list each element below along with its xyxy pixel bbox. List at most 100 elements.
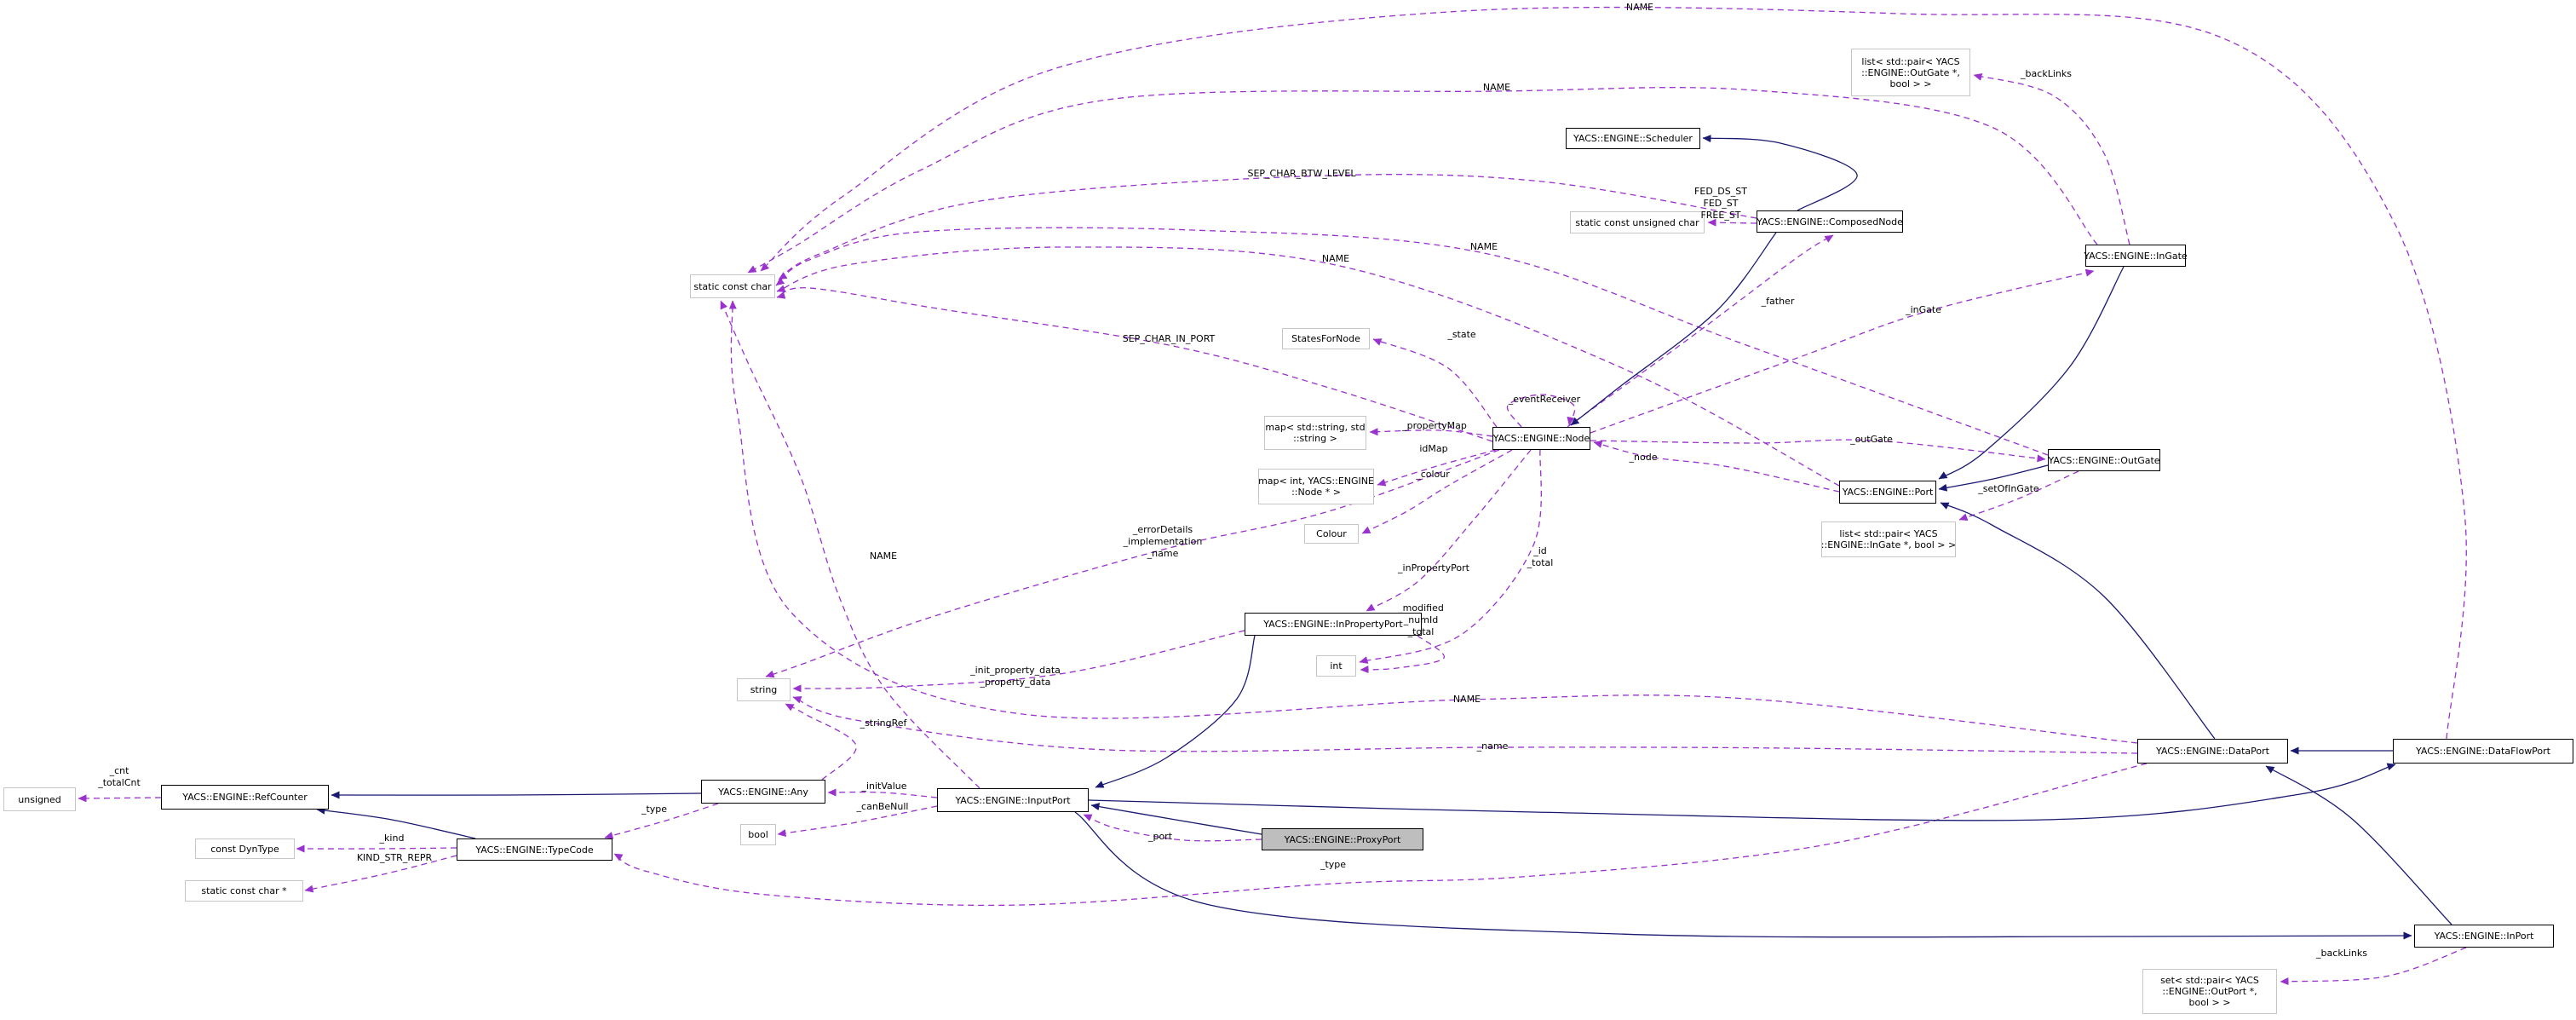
edge-label-back-links-ingate: _backLinks [2021,68,2072,79]
node-label-line: ::ENGINE::OutGate *, [1861,66,1960,78]
edge-name-dataport [728,300,2138,744]
edge-inh-typecode-refcounter [316,806,476,839]
node-label-line: ::string > [1293,433,1337,444]
edge-inh-inport-dataport [2265,765,2452,925]
class-node-node[interactable]: YACS::ENGINE::Node [1492,427,1590,450]
edge-label-name-outgate: NAME [1469,241,1498,252]
edge-back-links-ingate [1973,73,2130,245]
node-label-line: YACS::ENGINE::ComposedNode [1757,216,1903,228]
node-label-line: ::ENGINE::OutPort *, [2162,986,2257,997]
edge-label-modified-numid-total: _modified _numId _total [1398,602,1444,637]
edge-error-details [765,449,1500,678]
node-label-line: YACS::ENGINE::InPort [2434,931,2534,942]
class-node-composed-node[interactable]: YACS::ENGINE::ComposedNode [1757,210,1903,233]
edge-label-error-details: _errorDetails _implementation _name [1123,524,1203,559]
edge-inh-inputport-inport [1074,811,2412,940]
type-node-list-pair-ingate-bool: list< std::pair< YACS::ENGINE::InGate *,… [1821,522,1956,557]
edge-label-event-receiver: _eventReceiver [1508,394,1581,405]
node-label-line: bool [748,829,768,840]
edge-out-gate-ref [1590,439,2046,463]
class-node-port[interactable]: YACS::ENGINE::Port [1839,481,1936,504]
edge-in-gate-ref [1590,268,2095,434]
edge-set-of-in-gate [1958,470,2079,522]
edge-label-id-total: _id _total [1527,545,1554,568]
node-label-line: int [1330,660,1343,671]
edge-init-property-data [792,630,1245,693]
edge-label-string-ref: _stringRef [860,717,907,729]
edge-label-in-gate-ref: _inGate [1906,304,1941,315]
class-node-any[interactable]: YACS::ENGINE::Any [701,780,825,804]
edge-id-map [1377,449,1497,487]
node-label-line: map< std::string, std [1265,422,1366,433]
edge-state [1372,338,1498,428]
edge-type-any [604,803,719,839]
edge-label-port-ref: _port [1147,831,1173,842]
edge-port-ref [1083,814,1262,842]
edge-label-name-inputport: NAME [869,550,898,562]
node-label-line: map< int, YACS::ENGINE [1258,475,1374,487]
type-node-list-pair-outgate-bool: list< std::pair< YACS::ENGINE::OutGate *… [1851,49,1970,96]
type-node-const-dyn-type: const DynType [195,838,295,859]
edge-label-name-dataport: NAME [1452,694,1481,705]
edge-inh-inputport-dataflowport [1088,763,2396,821]
node-label-line: unsigned [18,793,61,805]
class-node-data-port[interactable]: YACS::ENGINE::DataPort [2137,739,2288,764]
edge-label-colour-ref: _colour [1416,469,1450,480]
edge-label-kind-str-repr: KIND_STR_REPR [356,852,433,863]
edge-name-ingate [747,87,2098,274]
node-label-line: YACS::ENGINE::Port [1842,487,1934,498]
edge-label-kind: _kind [379,833,405,844]
type-node-static-const-unsigned-char: static const unsigned char [1570,211,1705,233]
type-node-int: int [1316,655,1356,677]
type-node-map-string-string: map< std::string, std::string > [1264,416,1366,450]
edge-name-outgate [775,227,2049,456]
node-label-line: YACS::ENGINE::DataFlowPort [2416,746,2550,757]
class-node-input-port[interactable]: YACS::ENGINE::InputPort [937,788,1089,812]
edge-inh-inpropertyport-inputport [1095,635,1256,788]
node-label-line: YACS::ENGINE::InputPort [955,794,1071,806]
node-label-line: YACS::ENGINE::InGate [2084,250,2188,262]
class-node-in-property-port[interactable]: YACS::ENGINE::InPropertyPort [1245,613,1422,636]
node-label-line: StatesForNode [1291,333,1360,344]
node-label-line: YACS::ENGINE::DataPort [2156,746,2269,757]
node-label-line: YACS::ENGINE::Scheduler [1573,133,1693,144]
edge-event-receiver [1506,394,1576,428]
class-node-in-port[interactable]: YACS::ENGINE::InPort [2414,925,2554,948]
class-node-type-code[interactable]: YACS::ENGINE::TypeCode [457,838,612,861]
edge-label-sep-char-btw-level: SEP_CHAR_BTW_LEVEL [1247,168,1356,179]
type-node-map-int-node: map< int, YACS::ENGINE::Node * > [1258,469,1374,504]
node-label-line: list< std::pair< YACS [1861,55,1960,67]
edge-id-total [1359,449,1542,664]
node-label-line: static const unsigned char [1575,216,1699,228]
edge-label-init-property-data: _init_property_data _property_data [970,665,1061,688]
type-node-static-const-char-ptr: static const char * [185,880,303,902]
class-node-out-gate[interactable]: YACS::ENGINE::OutGate [2048,449,2160,471]
type-node-unsigned: unsigned [3,787,76,811]
class-node-scheduler[interactable]: YACS::ENGINE::Scheduler [1566,128,1700,149]
class-node-ref-counter[interactable]: YACS::ENGINE::RefCounter [161,785,329,810]
edge-name-port [776,246,1840,487]
edge-sep-char-in-port [776,287,1493,442]
type-node-set-pair-outport-bool: set< std::pair< YACS::ENGINE::OutPort *,… [2142,969,2277,1014]
edge-label-type-dataport: _type [1320,859,1347,870]
edge-label-in-property-port-ref: _inPropertyPort [1398,562,1469,573]
node-label-line: string [750,684,778,695]
node-label-line: bool > > [2188,997,2231,1008]
edge-label-property-map: _propertyMap [1402,420,1467,431]
class-node-data-flow-port[interactable]: YACS::ENGINE::DataFlowPort [2393,739,2573,764]
type-node-string: string [737,678,791,701]
edge-label-back-links-inport: _backLinks [2316,948,2367,959]
class-node-in-gate[interactable]: YACS::ENGINE::InGate [2084,245,2188,267]
edge-node-ref [1593,441,1840,493]
node-label-line: ::ENGINE::InGate *, bool > > [1820,539,1957,550]
node-label-line: bool > > [1889,78,1932,89]
edge-label-sep-char-in-port: SEP_CHAR_IN_PORT [1122,333,1216,344]
edge-inh-proxyport-inputport [1090,803,1262,835]
edge-label-can-be-null: _canBeNull [856,801,909,812]
edge-label-cnt-totalcnt: _cnt _totalCnt [98,765,141,788]
edge-in-property-port-ref [1366,449,1532,612]
edge-label-name-ingate: NAME [1482,82,1511,93]
edge-label-father: _father [1761,296,1795,307]
